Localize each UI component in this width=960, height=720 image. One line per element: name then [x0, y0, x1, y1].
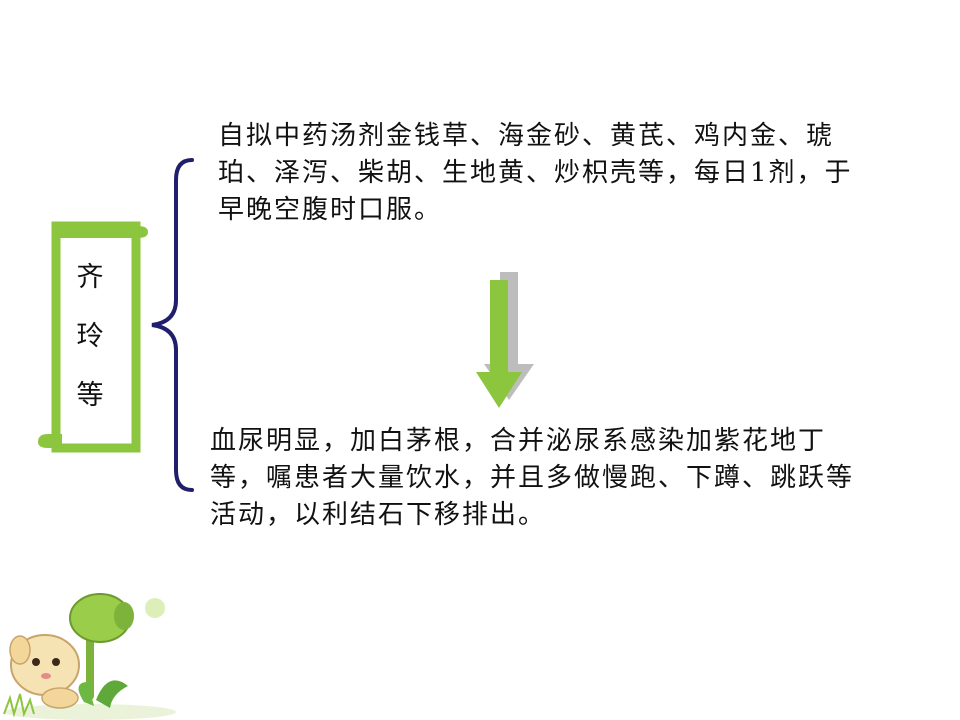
cartoon-mascot-icon: [3, 593, 176, 720]
scroll-label: 齐 玲 等: [62, 248, 118, 425]
left-brace-icon: [151, 158, 194, 492]
scroll-banner-icon: [38, 221, 148, 453]
bottom-paragraph: 血尿明显，加白茅根，合并泌尿系感染加紫花地丁等，嘱患者大量饮水，并且多做慢跑、下…: [210, 426, 855, 530]
down-arrow-icon: [476, 272, 534, 408]
scroll-char: 玲: [76, 321, 104, 352]
scroll-char: 齐: [76, 262, 104, 293]
top-paragraph: 自拟中药汤剂金钱草、海金砂、黄芪、鸡内金、琥珀、泽泻、柴胡、生地黄、炒枳壳等，每…: [218, 121, 853, 225]
scroll-char: 等: [76, 380, 104, 411]
